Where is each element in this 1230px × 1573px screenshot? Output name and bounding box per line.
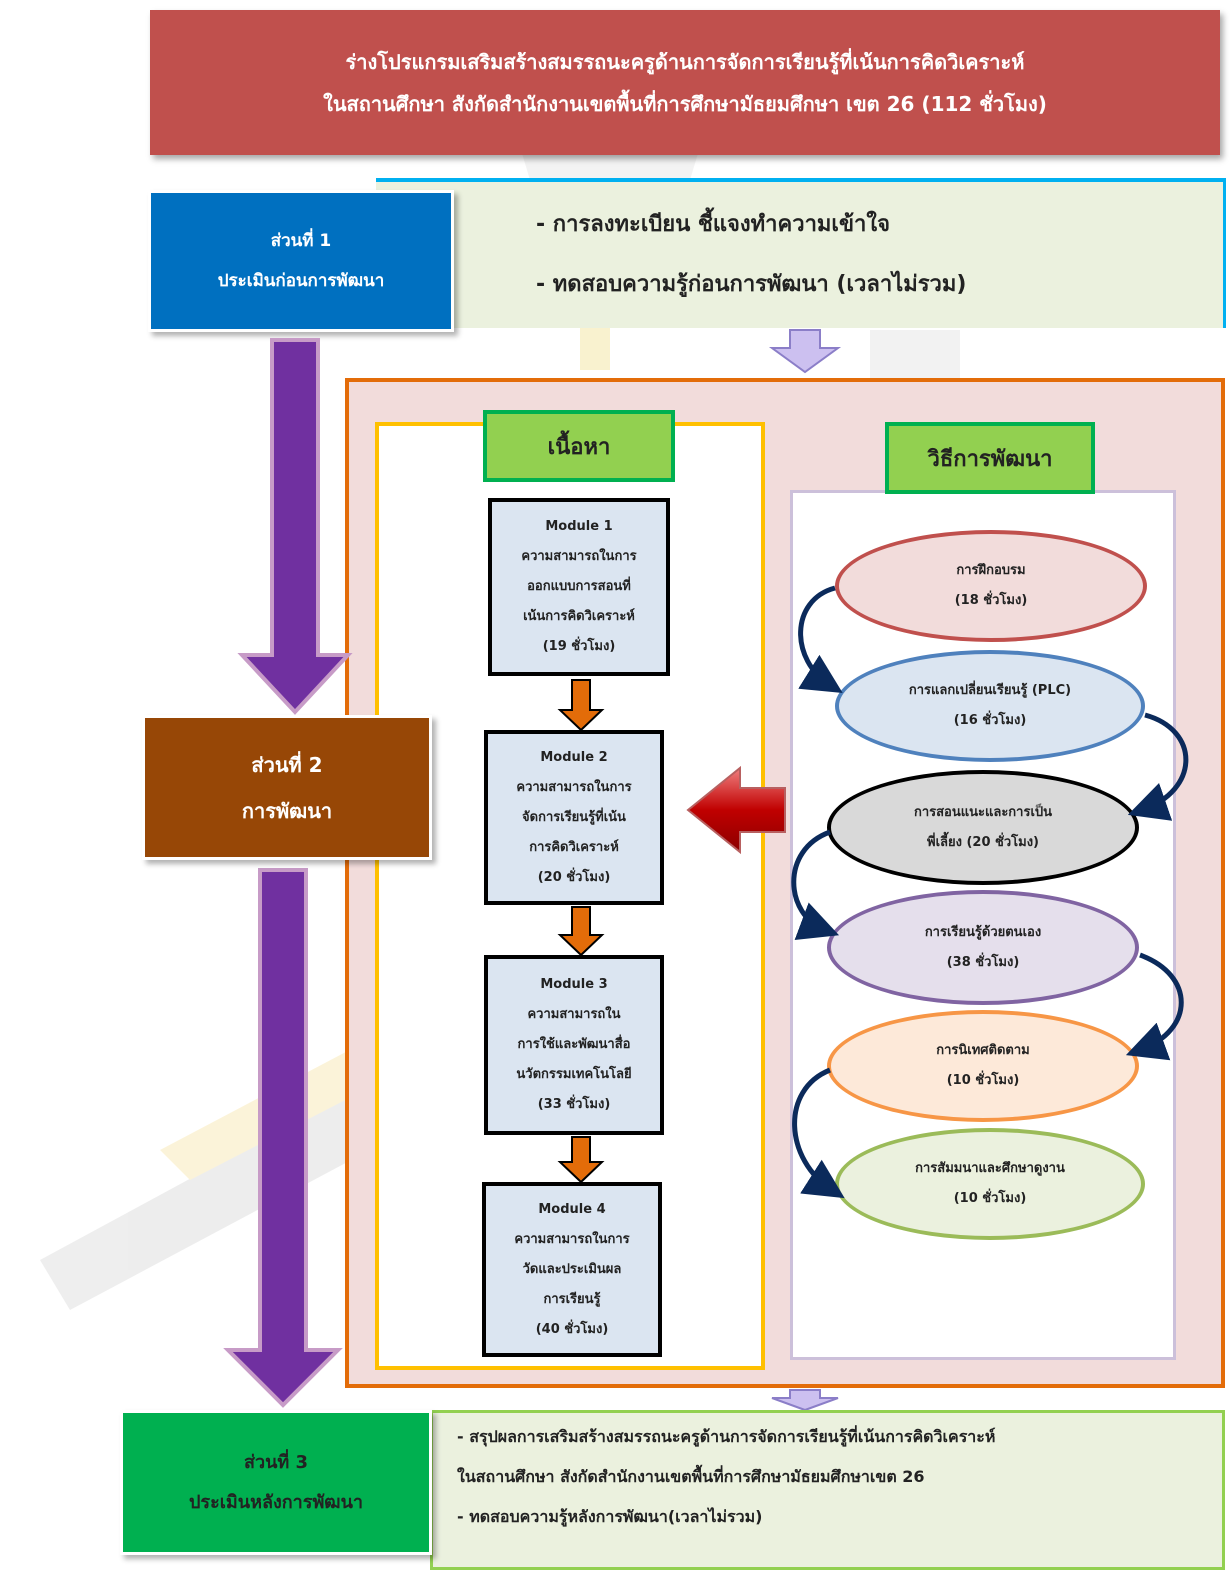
- title-line-1: ร่างโปรแกรมเสริมสร้างสมรรถนะครูด้านการจั…: [345, 49, 1025, 74]
- part3-item: - ทดสอบความรู้หลังการพัฒนา(เวลาไม่รวม): [457, 1507, 763, 1526]
- method-hours: (10 ชั่วโมง): [946, 1073, 1020, 1088]
- part3-description: - สรุปผลการเสริมสร้างสมรรถนะครูด้านการจั…: [430, 1410, 1225, 1570]
- module-title: Module 3: [540, 977, 608, 992]
- module-hours: (20 ชั่วโมง): [537, 869, 611, 885]
- part1-box: ส่วนที่ 1 ประเมินก่อนการพัฒนา: [148, 190, 454, 332]
- module-2-box: Module 2 ความสามารถในการ จัดการเรียนรู้ท…: [484, 730, 664, 905]
- part1-item: - ทดสอบความรู้ก่อนการพัฒนา (เวลาไม่รวม): [536, 272, 967, 297]
- module-line: ความสามารถในการ: [514, 1231, 630, 1247]
- method-hours: (16 ชั่วโมง): [953, 713, 1027, 728]
- module-title: Module 2: [540, 749, 608, 765]
- part2-label: ส่วนที่ 2: [251, 752, 323, 777]
- methods-heading: วิธีการพัฒนา: [885, 422, 1095, 494]
- module-4-box: Module 4 ความสามารถในการ วัดและประเมินผล…: [482, 1182, 662, 1357]
- module-line: จัดการเรียนรู้ที่เน้น: [522, 809, 626, 825]
- part3-label: ส่วนที่ 3: [243, 1451, 309, 1473]
- method-hours: พี่เลี้ยง (20 ชั่วโมง): [927, 834, 1039, 850]
- part1-item: - การลงทะเบียน ชี้แจงทำความเข้าใจ: [536, 212, 890, 237]
- module-hours: (40 ชั่วโมง): [535, 1321, 609, 1337]
- part2-title: การพัฒนา: [241, 798, 333, 823]
- method-label: การแลกเปลี่ยนเรียนรู้ (PLC): [908, 683, 1072, 698]
- program-title: ร่างโปรแกรมเสริมสร้างสมรรถนะครูด้านการจั…: [150, 10, 1220, 155]
- module-title: Module 4: [538, 1201, 606, 1217]
- part3-item: - สรุปผลการเสริมสร้างสมรรถนะครูด้านการจั…: [457, 1427, 996, 1446]
- module-line: ความสามารถในการ: [516, 779, 632, 795]
- module-1-box: Module 1 ความสามารถในการ ออกแบบการสอนที่…: [488, 498, 670, 676]
- part1-description: - การลงทะเบียน ชี้แจงทำความเข้าใจ - ทดสอ…: [376, 178, 1226, 328]
- method-label: การเรียนรู้ด้วยตนเอง: [924, 924, 1042, 940]
- method-hours: (10 ชั่วโมง): [953, 1191, 1027, 1206]
- method-supervision: การนิเทศติดตาม (10 ชั่วโมง): [827, 1010, 1139, 1122]
- module-line: วัดและประเมินผล: [522, 1261, 622, 1277]
- module-hours: (19 ชั่วโมง): [542, 639, 616, 654]
- small-arrow-down-icon: [768, 329, 842, 374]
- method-label: การสัมมนาและศึกษาดูงาน: [915, 1161, 1065, 1176]
- part3-box: ส่วนที่ 3 ประเมินหลังการพัฒนา: [120, 1410, 432, 1555]
- part1-title: ประเมินก่อนการพัฒนา: [217, 271, 385, 291]
- module-line: นวัตกรรมเทคโนโลยี: [516, 1067, 632, 1082]
- module-hours: (33 ชั่วโมง): [537, 1097, 611, 1112]
- method-label: การฝึกอบรม: [956, 563, 1026, 578]
- method-hours: (38 ชั่วโมง): [946, 954, 1020, 970]
- title-line-2: ในสถานศึกษา สังกัดสำนักงานเขตพื้นที่การศ…: [323, 91, 1047, 116]
- flow-arrow-down-icon: [237, 338, 353, 715]
- module-line: ความสามารถใน: [527, 1007, 621, 1022]
- method-plc: การแลกเปลี่ยนเรียนรู้ (PLC) (16 ชั่วโมง): [835, 650, 1145, 762]
- part1-label: ส่วนที่ 1: [270, 231, 332, 251]
- part3-item: ในสถานศึกษา สังกัดสำนักงานเขตพื้นที่การศ…: [457, 1467, 925, 1486]
- module-title: Module 1: [545, 519, 613, 534]
- method-training: การฝึกอบรม (18 ชั่วโมง): [835, 530, 1147, 642]
- method-hours: (18 ชั่วโมง): [954, 593, 1028, 608]
- part3-title: ประเมินหลังการพัฒนา: [189, 1491, 363, 1513]
- module-line: ความสามารถในการ: [521, 549, 637, 564]
- method-label: การนิเทศติดตาม: [936, 1043, 1030, 1058]
- part2-box: ส่วนที่ 2 การพัฒนา: [142, 715, 432, 860]
- module-3-box: Module 3 ความสามารถใน การใช้และพัฒนาสื่อ…: [484, 955, 664, 1135]
- content-heading: เนื้อหา: [483, 410, 675, 482]
- module-line: ออกแบบการสอนที่: [527, 579, 631, 594]
- module-line: การใช้และพัฒนาสื่อ: [517, 1037, 631, 1052]
- method-seminar-study-visit: การสัมมนาและศึกษาดูงาน (10 ชั่วโมง): [835, 1128, 1145, 1240]
- small-arrow-down-icon: [771, 1389, 839, 1412]
- flow-arrow-down-icon: [223, 868, 343, 1408]
- method-self-learning: การเรียนรู้ด้วยตนเอง (38 ชั่วโมง): [827, 890, 1139, 1005]
- module-line: การคิดวิเคราะห์: [529, 839, 619, 855]
- module-line: เน้นการคิดวิเคราะห์: [523, 609, 635, 624]
- module-line: การเรียนรู้: [543, 1291, 601, 1307]
- method-label: การสอนแนะและการเป็น: [913, 804, 1053, 820]
- method-coaching-mentoring: การสอนแนะและการเป็น พี่เลี้ยง (20 ชั่วโม…: [827, 770, 1139, 885]
